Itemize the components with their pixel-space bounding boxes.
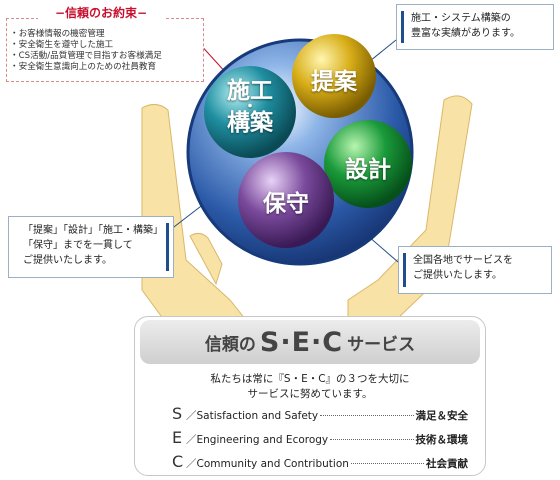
sec-label: ／Satisfaction and Safety — [186, 410, 319, 422]
sec-intro: 私たちは常に『S・E・C』の３つを大切に サービスに努めています。 — [140, 372, 480, 402]
sec-letter: C — [172, 452, 184, 471]
sphere-construction — [204, 66, 296, 158]
promise-title: −信頼のお約束− — [38, 4, 164, 22]
list-item: 安全衛生意識向上のための社員教育 — [10, 62, 162, 73]
sec-title: 信頼の S·E·C サービス — [140, 320, 480, 364]
sec-title-post: サービス — [347, 334, 416, 355]
leader-dots — [330, 439, 414, 440]
callout-text: 「保守」までを一貫して — [23, 240, 133, 251]
label-construction-bottom: 構築 — [227, 110, 273, 136]
sec-jp: 社会貢献 — [426, 458, 468, 470]
callout-text: ご提供いたします。 — [413, 270, 502, 281]
sec-row-c: C ／Community and Contribution 社会貢献 — [172, 452, 468, 472]
sec-label: ／Community and Contribution — [186, 458, 349, 470]
callout-left: 「提案」「設計」「施工・構築」 「保守」までを一貫して ご提供いたします。 — [8, 216, 174, 278]
sphere-design — [324, 120, 412, 208]
list-item: お客様情報の機密管理 — [10, 29, 162, 40]
connector-line-right — [367, 235, 399, 263]
callout-bar — [403, 253, 406, 287]
sec-intro-line: 私たちは常に『S・E・C』の３つを大切に — [210, 373, 410, 385]
label-construction: 施工 ・ 構築 — [216, 78, 284, 136]
sec-row-s: S ／Satisfaction and Safety 満足＆安全 — [172, 404, 468, 424]
label-maintenance: 保守 — [263, 191, 309, 217]
sec-label: ／Engineering and Ecorogy — [186, 434, 329, 446]
sec-intro-line: サービスに努めています。 — [247, 388, 373, 400]
callout-bar — [401, 11, 404, 43]
leader-dots — [350, 463, 424, 464]
callout-text: 豊富な実績があります。 — [411, 28, 520, 39]
sec-jp: 技術＆環境 — [415, 434, 469, 446]
leader-dots — [320, 415, 414, 416]
callout-right: 全国各地でサービスを ご提供いたします。 — [398, 246, 552, 294]
label-design: 設計 — [345, 157, 391, 183]
sec-title-pre: 信頼の — [204, 334, 256, 355]
sec-letter: S — [172, 404, 183, 423]
promise-list: お客様情報の機密管理 安全衛生を遵守した施工 CS活動/品質管理で目指すお客様満… — [10, 29, 162, 73]
callout-text: ご提供いたします。 — [23, 255, 112, 266]
sec-title-letters: S·E·C — [259, 326, 344, 358]
label-construction-dot: ・ — [243, 99, 257, 115]
sec-row-e: E ／Engineering and Ecorogy 技術＆環境 — [172, 428, 468, 448]
callout-top-right: 施工・システム構築の 豊富な実績があります。 — [396, 4, 554, 50]
sec-letter: E — [172, 428, 183, 447]
sec-jp: 満足＆安全 — [415, 410, 469, 422]
label-proposal: 提案 — [311, 69, 357, 95]
label-construction-top: 施工 — [227, 78, 273, 104]
list-item: CS活動/品質管理で目指すお客様満足 — [10, 51, 162, 62]
sec-title-band — [140, 320, 480, 364]
callout-text: 施工・システム構築の — [411, 13, 511, 24]
callout-text: 「提案」「設計」「施工・構築」 — [23, 225, 163, 236]
left-thumb — [189, 232, 223, 286]
callout-text: 全国各地でサービスを — [413, 255, 513, 266]
list-item: 安全衛生を遵守した施工 — [10, 40, 162, 51]
sphere-maintenance — [238, 152, 334, 248]
callout-bar — [166, 223, 169, 271]
sphere-proposal — [292, 34, 376, 118]
